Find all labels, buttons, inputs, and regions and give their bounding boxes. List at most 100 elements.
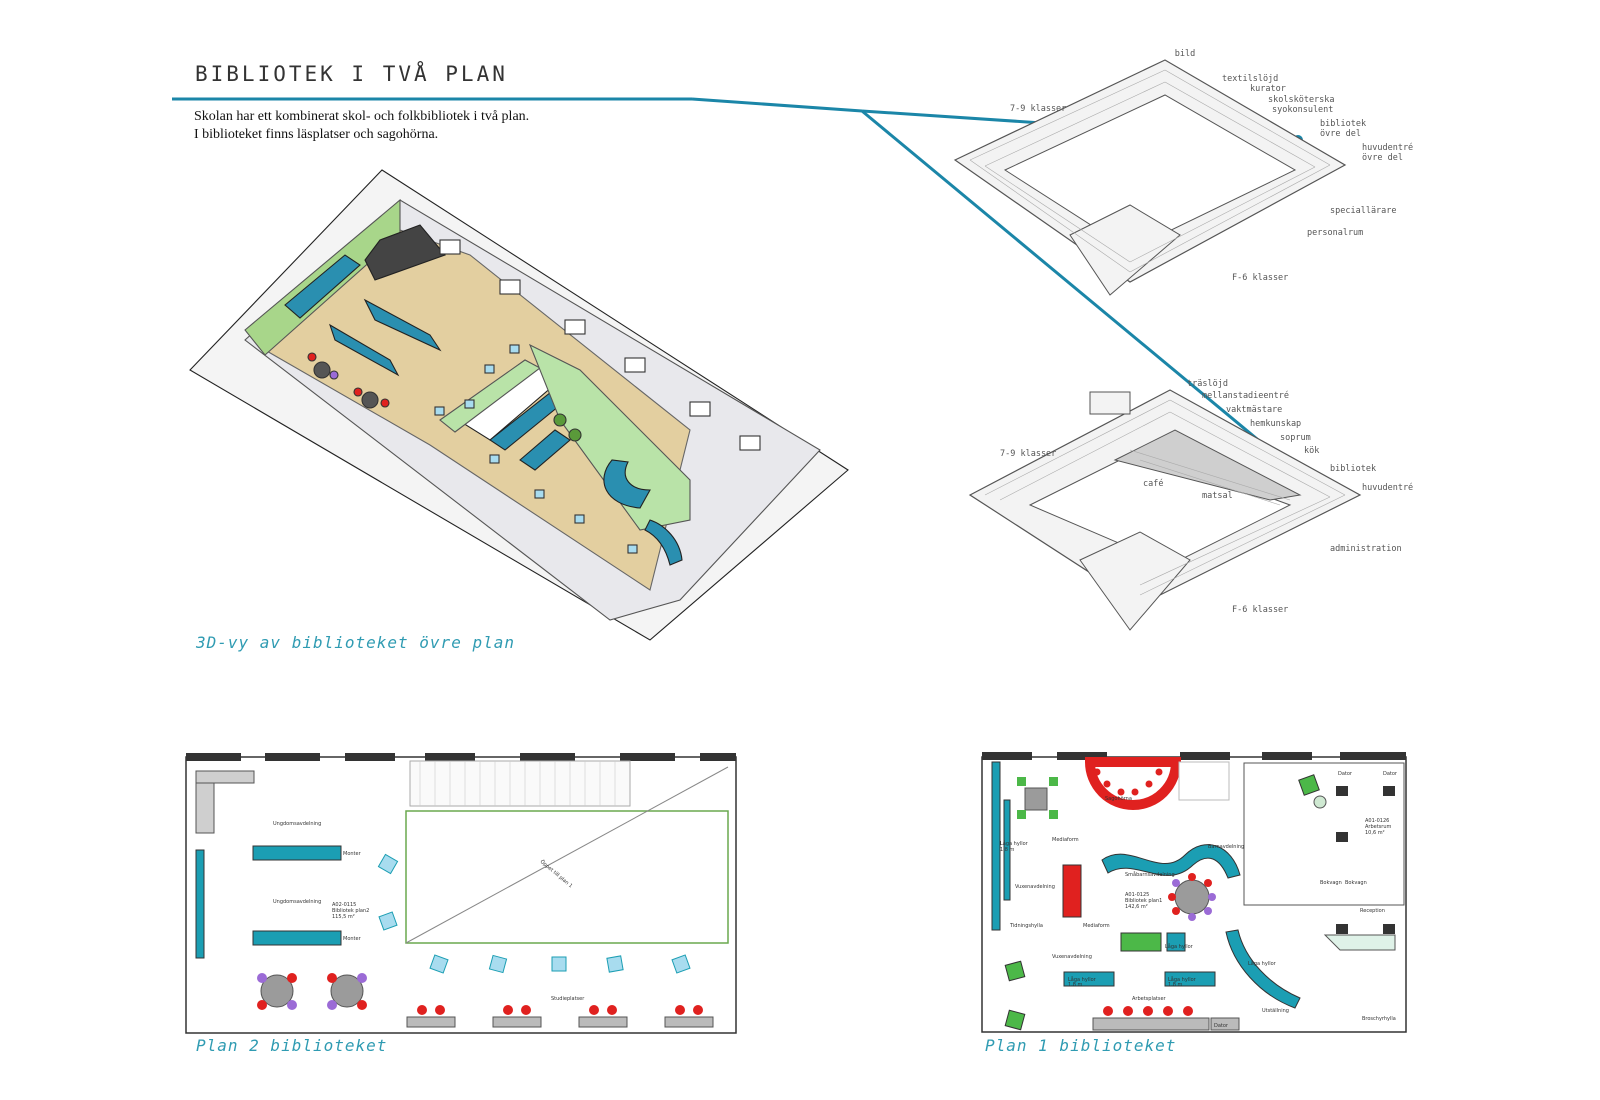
plan1-green-chair [1004, 1009, 1026, 1031]
plan1-label: Låga hyllor [1068, 976, 1097, 983]
plan1-office-furniture [1336, 786, 1395, 934]
plan2-reading-tables [257, 973, 367, 1010]
lower-dining-hall [1113, 429, 1302, 501]
plan2-floor-opening [405, 810, 729, 944]
plan1-label: A01-0126 [1365, 818, 1389, 824]
plan1-office [1243, 762, 1405, 906]
plan2-label: A02-0115 [332, 902, 356, 908]
plan1-side-table [1313, 795, 1327, 809]
page-title: BIBLIOTEK I TVÅ PLAN [195, 62, 508, 86]
round-table [361, 391, 379, 409]
story-corner [603, 459, 651, 509]
plan1-label: Bokvagn [1320, 880, 1342, 886]
upper-floor-overview: bild textilslöjd kurator skolsköterska s… [953, 49, 1413, 296]
plan2-sofa [195, 770, 255, 784]
sofa [364, 224, 446, 281]
plan-label: 7-9 klasser [1010, 104, 1066, 114]
bookshelf [363, 298, 442, 352]
plan1-label: 10,6 m² [1365, 830, 1385, 836]
lower-annex [1089, 391, 1131, 415]
upper-courtyard [1003, 94, 1297, 251]
plan1-label: Mediaform [1052, 837, 1079, 843]
chair [353, 387, 363, 397]
plan1-reception-desk [1323, 934, 1396, 951]
study-chairs [434, 344, 638, 554]
caption-plan-1: Plan 1 biblioteket [985, 1036, 1177, 1055]
lower-floor-overview: träslöjd mellanstadieentré vaktmästare h… [968, 379, 1413, 631]
bookshelf [329, 323, 400, 377]
plan2-bookshelf [252, 845, 342, 861]
plan1-story-seats [1093, 768, 1163, 796]
plan-1-floorplan: Sagohörna Låga hyllor 1,8 m Mediaform Vu… [981, 752, 1407, 1033]
plan1-computer-desk [1210, 1017, 1240, 1031]
plan1-green-chair [1298, 774, 1320, 796]
plan1-label: 142,6 m² [1125, 904, 1148, 910]
plan2-opening-diagonal [405, 766, 729, 944]
plan2-label: Monter [343, 851, 362, 857]
plan1-label: A01-0125 [1125, 892, 1149, 898]
plan-label: huvudentré [1362, 482, 1413, 493]
upper-hatching [969, 69, 1331, 273]
plan-label: övre del [1362, 153, 1403, 163]
plan1-red-sofa [1062, 864, 1082, 918]
plan2-label: Ungdomsavdelning [273, 821, 321, 827]
plan2-stairs [409, 760, 631, 807]
chair [329, 370, 339, 380]
plan2-label: Monter [343, 936, 362, 942]
plan-label: bibliotek [1330, 464, 1376, 474]
plan2-wall-shelf [195, 849, 205, 959]
caption-3d-view: 3D-vy av biblioteket övre plan [196, 633, 515, 652]
plan-label: 7-9 klasser [1000, 449, 1056, 459]
plan1-childrens-table [1168, 873, 1216, 921]
plan1-label: Småbarnsavdelning [1125, 871, 1175, 878]
plan1-label: 1,8 m [1168, 982, 1183, 988]
plan1-green-sofa [1120, 932, 1162, 952]
plan1-work-seats [1103, 1006, 1193, 1016]
intro-text: Skolan har ett kombinerat skol- och folk… [194, 108, 529, 144]
plan2-sofa [195, 782, 215, 834]
leader-line-lower [861, 109, 1311, 485]
plan1-wall-shelf [991, 761, 1001, 931]
upper-wing [1069, 204, 1181, 296]
plan-label: textilslöjd [1222, 74, 1278, 84]
plan-label: huvudentré [1362, 142, 1413, 153]
plan1-label: Barnavdelning [1208, 844, 1244, 850]
windows [439, 239, 761, 451]
plan1-label: Utställning [1262, 1008, 1289, 1014]
plan1-green-chair [1004, 960, 1026, 982]
bookshelf [519, 429, 571, 471]
plan1-curved-shelf [1225, 929, 1301, 1009]
plan1-story-corner [1084, 757, 1182, 810]
intro-line: I biblioteket finns läsplatser och sagoh… [194, 127, 439, 142]
intro-line: Skolan har ett kombinerat skol- och folk… [194, 109, 530, 124]
plan1-label: Arbetsplatser [1132, 996, 1167, 1002]
plan1-label: Låga hyllor [1168, 976, 1197, 983]
plan-label: skolsköterska [1268, 95, 1335, 105]
plan2-bookshelf [252, 930, 342, 946]
plan-2-floorplan: Ungdomsavdelning Monter Ungdomsavdelning… [185, 753, 737, 1034]
plan-label: F-6 klasser [1232, 273, 1288, 283]
plan1-wall-segments [982, 752, 1406, 760]
round-table [313, 361, 331, 379]
plan1-label: Tidningshylla [1009, 923, 1043, 929]
plan2-label: 115,5 m² [332, 914, 355, 920]
plan2-label: Bibliotek plan2 [332, 908, 369, 914]
chair [380, 398, 390, 408]
plant [568, 428, 582, 442]
isometric-3d-view [189, 169, 849, 641]
plan-label: matsal [1202, 491, 1233, 501]
plan1-label: 1,8 m [1000, 847, 1015, 853]
plan1-label: 1,8 m [1068, 982, 1083, 988]
plan1-label: Låga hyllor [1248, 960, 1277, 967]
plan-label: bibliotek [1320, 119, 1366, 129]
plan1-label: Dator [1338, 771, 1353, 777]
plan1-label: Dator [1383, 771, 1398, 777]
plan2-stair-treads [419, 761, 616, 806]
plan1-curved-shelf [1101, 844, 1241, 879]
plan2-study-desks [406, 1005, 714, 1028]
plan1-work-desk [1092, 1017, 1210, 1031]
plan-label: mellanstadieentré [1202, 390, 1289, 401]
plan-label: speciallärare [1330, 206, 1397, 216]
plan2-label: Ungdomsavdelning [273, 899, 321, 905]
